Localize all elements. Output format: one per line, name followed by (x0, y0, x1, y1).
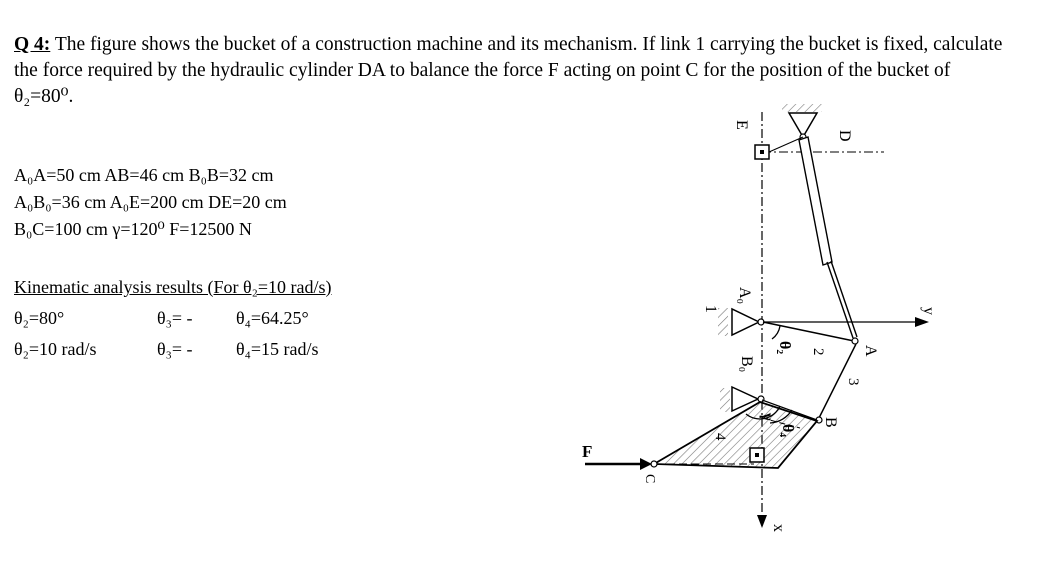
ground-hatch-a0 (718, 308, 728, 336)
pivot-d-support (787, 112, 819, 139)
label-e: E (733, 120, 750, 130)
label-b: B (822, 417, 839, 428)
label-gamma: γ (759, 412, 776, 421)
ed-link (768, 136, 804, 153)
b0-dash-segment (761, 417, 801, 429)
force-f-arrowhead (640, 458, 652, 470)
pin-a (851, 337, 859, 345)
label-theta2: θ₂ (776, 341, 793, 354)
label-f: F (582, 442, 592, 461)
label-a: A (862, 345, 879, 357)
link-3 (818, 343, 857, 419)
label-b0: B₀ (738, 356, 755, 372)
ground-hatch-b0 (720, 388, 730, 412)
ground-hatch-d (782, 104, 822, 112)
given-line-1: A₀A=50 cm AB=46 cm B₀B=32 cm (14, 165, 274, 185)
given-line-2: A₀B₀=36 cm A₀E=200 cm DE=20 cm (14, 192, 287, 212)
theta4-arc (769, 409, 793, 424)
label-d: D (836, 130, 853, 142)
kinematic-title: Kinematic analysis results (For θ₂=10 ra… (14, 277, 332, 297)
pivot-a0-support (731, 307, 761, 337)
omega4-value: θ₄=15 rad/s (236, 339, 319, 359)
velocity-row: θ₂=10 rad/s θ₃= - θ₄=15 rad/s (14, 334, 434, 365)
b0-b-line (761, 399, 818, 421)
given-values: A₀A=50 cm AB=46 cm B₀B=32 cm A₀B₀=36 cm … (14, 162, 287, 243)
label-link-4: 4 (712, 433, 728, 441)
slider-e-dot (760, 150, 764, 154)
kinematic-results: Kinematic analysis results (For θ₂=10 ra… (14, 272, 434, 365)
label-theta4: θ₄ (779, 424, 796, 437)
theta2-arc (771, 325, 781, 340)
label-x: x (770, 524, 787, 532)
question-text: Q 4: The figure shows the bucket of a co… (14, 32, 1014, 110)
slider-bottom-dot (755, 453, 759, 457)
pivot-b0-support (731, 385, 760, 413)
hydraulic-cylinder (798, 136, 858, 339)
label-c: C (642, 474, 657, 483)
angle-row: θ₂=80° θ₃= - θ₄=64.25° (14, 303, 434, 334)
given-line-3: B₀C=100 cm γ=120⁰ F=12500 N (14, 219, 252, 239)
question-number: Q 4: (14, 34, 51, 55)
x-axis-arrowhead (757, 515, 767, 528)
omega2-value: θ₂=10 rad/s (14, 339, 97, 359)
theta4-value: θ₄=64.25° (236, 308, 309, 328)
y-axis-arrowhead (915, 317, 929, 327)
label-link-3: 3 (845, 378, 861, 386)
label-a0: A₀ (736, 287, 753, 304)
pivot-b0 (757, 395, 765, 403)
theta3-value: θ₃= - (157, 308, 193, 328)
label-link-1: 1 (702, 305, 719, 313)
label-link-2: 2 (810, 348, 826, 356)
label-y: y (920, 307, 937, 315)
question-body: The figure shows the bucket of a constru… (14, 34, 1003, 107)
bucket-link-4 (650, 401, 819, 469)
omega3-value: θ₃= - (157, 339, 193, 359)
theta2-value: θ₂=80° (14, 308, 65, 328)
link-2 (762, 321, 855, 342)
